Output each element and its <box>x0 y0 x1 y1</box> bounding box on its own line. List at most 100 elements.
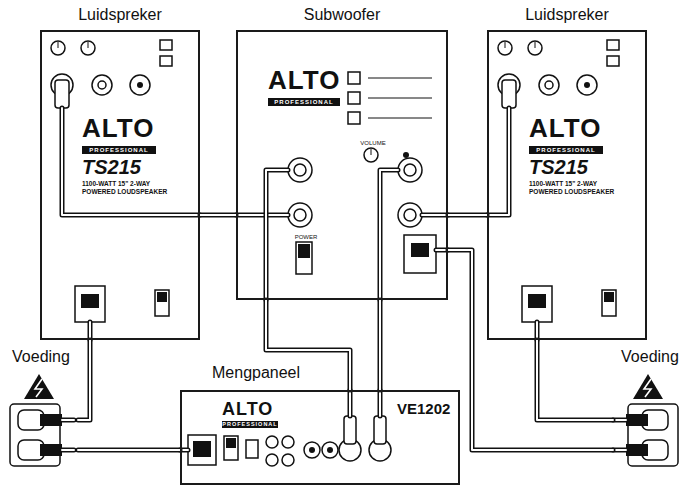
switch <box>348 92 360 104</box>
wire <box>535 322 540 340</box>
switch-mark <box>368 98 432 99</box>
control-label: POWER <box>286 234 326 241</box>
cable-outline <box>200 213 236 218</box>
xlr-jack <box>288 203 312 227</box>
mixer-art <box>180 390 391 466</box>
device-label: Luidspreker <box>489 6 645 24</box>
wire <box>266 170 288 300</box>
wire-core <box>349 390 351 416</box>
lightning-bolt <box>35 379 42 397</box>
wire-core <box>266 170 288 300</box>
rca-jack <box>282 436 294 448</box>
wire-core <box>422 214 448 216</box>
cable-outline <box>448 213 487 218</box>
right-outlet-art <box>613 374 678 466</box>
model-name: TS215 <box>529 156 588 179</box>
ac-inlet <box>188 435 216 465</box>
brand-subtitle: PROFESSIONAL <box>222 421 278 428</box>
jack <box>304 442 320 458</box>
wire-core <box>380 170 398 300</box>
wire-core <box>62 449 74 451</box>
jack-core <box>404 209 416 221</box>
wire-core <box>62 108 200 215</box>
jack <box>322 442 338 458</box>
xlr-plug <box>374 416 386 444</box>
knob-mark <box>371 149 372 155</box>
ac-inlet-core <box>411 243 429 257</box>
cable-outline <box>78 448 180 453</box>
loudspeaker: LuidsprekerALTOPROFESSIONALTS2151100-WAT… <box>40 30 200 340</box>
switch <box>348 72 360 84</box>
wire-core <box>236 214 288 216</box>
wire <box>348 390 353 416</box>
left-speaker-art <box>51 40 200 340</box>
power-switch <box>296 242 312 274</box>
cable <box>448 250 613 450</box>
cable <box>448 215 487 216</box>
rca-jack <box>266 454 278 466</box>
cable <box>200 215 236 216</box>
mixer: MengpaneelALTOPROFESSIONALVE1202 <box>180 390 460 485</box>
lightning-bolt <box>644 379 651 397</box>
cable-core <box>448 214 487 216</box>
wire-core <box>379 390 381 416</box>
cable-core <box>78 449 180 451</box>
loudspeaker: LuidsprekerALTOPROFESSIONALTS2151100-WAT… <box>487 30 647 340</box>
cable-core <box>448 250 613 450</box>
ac-inlet <box>404 235 436 273</box>
xlr-jack <box>398 203 422 227</box>
wire <box>62 108 200 215</box>
warning-triangle <box>633 374 663 399</box>
rca-jack <box>266 436 278 448</box>
switch-mark <box>368 78 432 79</box>
outlet-plate <box>628 404 678 466</box>
outlet-plate <box>10 404 60 466</box>
cable-core <box>379 300 381 390</box>
jack-core <box>309 447 315 453</box>
device-label: Voeding <box>4 348 78 366</box>
jack-core <box>327 447 333 453</box>
subwoofer: SubwooferALTOPROFESSIONALVOLUMEPOWER <box>236 30 448 300</box>
wire-core <box>89 322 91 340</box>
brand-logo: ALTO <box>222 399 273 420</box>
cable-outline <box>448 250 613 450</box>
device-label: Luidspreker <box>42 6 198 24</box>
brand-logo: ALTO <box>268 66 340 96</box>
power-outlet: Voeding <box>613 348 687 470</box>
wire <box>378 390 383 416</box>
cable-core <box>78 340 90 420</box>
plug <box>626 414 648 426</box>
plug <box>626 444 648 456</box>
wire-core <box>487 108 509 215</box>
ac-inlet-core <box>193 441 211 457</box>
rca-jack <box>282 454 294 466</box>
wire-core <box>536 322 538 340</box>
cable <box>78 450 180 451</box>
xlr-plug <box>344 416 356 444</box>
xlr-jack <box>398 158 422 182</box>
power-outlet: Voeding <box>4 348 78 470</box>
device-label: Subwoofer <box>238 6 446 24</box>
switch <box>348 112 360 124</box>
power-switch-rocker <box>298 244 310 258</box>
plug <box>40 414 62 426</box>
cable <box>537 340 613 420</box>
brand-subtitle: PROFESSIONAL <box>529 146 603 154</box>
led <box>403 152 409 158</box>
wire <box>422 213 448 218</box>
wire <box>380 170 398 300</box>
xlr-jack <box>288 158 312 182</box>
wire <box>236 213 288 218</box>
wire <box>62 448 74 453</box>
cable-outline <box>78 340 90 420</box>
power-switch-rocker <box>226 438 236 448</box>
switch-mark <box>368 118 432 119</box>
model-name: VE1202 <box>397 400 450 417</box>
knob <box>364 148 378 162</box>
model-tagline: 1100-WATT 15" 2-WAY POWERED LOUDSPEAKER <box>82 180 182 196</box>
cable-outline <box>537 340 613 420</box>
cable <box>78 340 90 420</box>
plug <box>40 444 62 456</box>
